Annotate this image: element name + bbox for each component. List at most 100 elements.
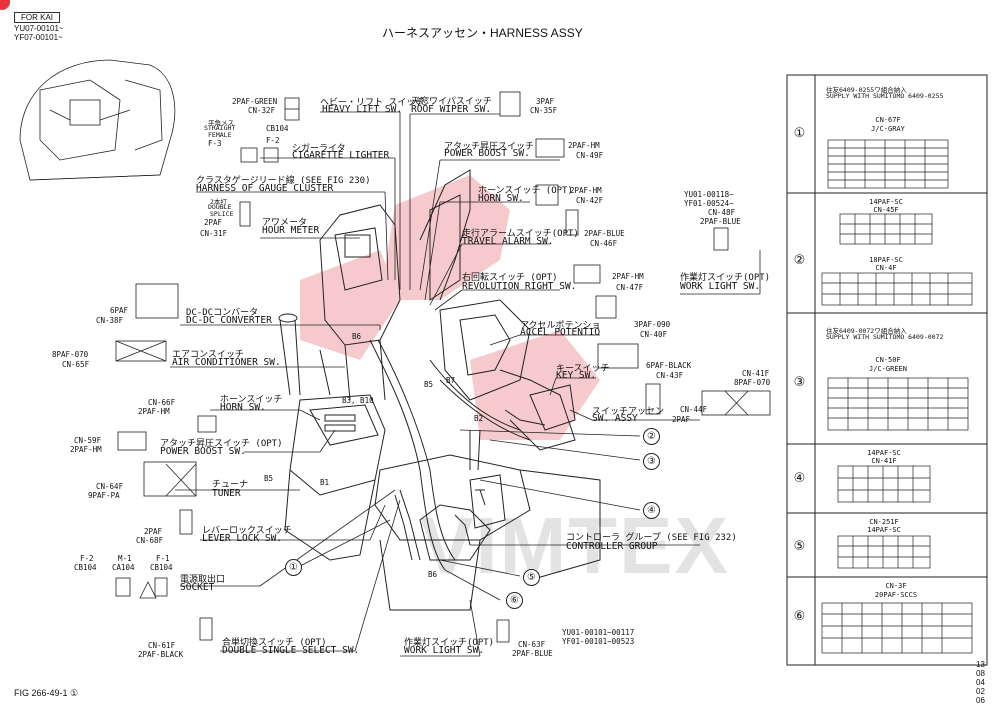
gauge-en: HARNESS OF GAUGE CLUSTER <box>196 183 334 194</box>
hm-cn: CN-31F <box>200 229 228 238</box>
cab-structure <box>278 169 601 611</box>
date-code-5: 06 <box>976 696 985 705</box>
ta-code: 2PAF-BLUE <box>584 229 625 238</box>
panel-2-line-3: 18PAF-SC <box>869 256 903 264</box>
socket-f1: F-1 <box>156 554 170 563</box>
ta-jp: 走行アラームスイッチ(OPT) <box>462 229 579 239</box>
wl-bot-code: 2PAF-BLUE <box>512 649 553 658</box>
accel-cn: CN-40F <box>640 330 668 339</box>
hm-code: 2PAF <box>204 218 223 227</box>
callout-1: ① <box>285 559 302 576</box>
pb-top-code: 2PAF-HM <box>568 141 600 150</box>
cig-f2: F-2 <box>266 136 280 145</box>
pb-top-cn: CN-49F <box>576 151 604 160</box>
roof-wiper-en: ROOF WIPER SW. <box>411 104 492 115</box>
wl-top-jp: 作業灯スイッチ(OPT) <box>680 273 771 283</box>
panel-3-sub-1: CN-50F <box>875 356 901 364</box>
cig-jp-top: 平角メス <box>208 119 234 127</box>
callout-4: ④ <box>643 502 660 519</box>
pb-top-jp: アタッチ昇圧スイッチ <box>444 142 535 152</box>
pb-mid-en: POWER BOOST SW. <box>160 446 246 457</box>
socket-ca: CA104 <box>112 563 135 572</box>
callout-2: ② <box>643 428 660 445</box>
key-en: KEY SW. <box>556 370 597 381</box>
wire-tag-b1: B1 <box>320 478 330 487</box>
wl-top-serial-1: YU01-00118~ <box>684 190 734 199</box>
panel-3-line-2: SUPPLY WITH SUMITOMO 6409-0072 <box>826 333 944 341</box>
hm-jp-double: 2本打 <box>210 198 227 206</box>
heavy-lift-cn: CN-32F <box>248 106 276 115</box>
pb-mid-cn: CN-59F <box>74 436 102 445</box>
socket-f2: F-2 <box>80 554 94 563</box>
sw-assy-code8: 8PAF-070 <box>734 378 771 387</box>
rev-jp: 右回転スイッチ (OPT) <box>462 273 558 283</box>
sw-assy-jp: スイッチアッセン <box>592 407 665 417</box>
ac-cn: CN-65F <box>62 360 90 369</box>
panel-3-line-1: 住友6409-0072ワ組合納入 <box>826 327 907 335</box>
callout-6: ⑥ <box>506 592 523 609</box>
lever-jp: レバーロックスイッチ <box>202 526 292 536</box>
panel-1-line-1: 住友6409-0255ワ組合納入 <box>826 86 907 94</box>
horn-mid-code: 2PAF-HM <box>138 407 170 416</box>
panel-2-line-1: 14PAF-SC <box>869 198 903 206</box>
wl-top-serial-2: YF01-00524~ <box>684 199 734 208</box>
wl-top-en: WORK LIGHT SW. <box>680 281 761 292</box>
controller-jp: コントローラ グループ (SEE FIG 232) <box>566 533 737 543</box>
wl-bot-jp: 作業灯スイッチ(OPT) <box>404 638 495 648</box>
panel-1-sub-1: CN-67F <box>875 116 901 124</box>
roof-wiper-jp: 天窓ワイパスイッチ <box>411 97 492 107</box>
header-serial-2: YF07-00101~ <box>14 33 63 42</box>
wl-top-code: 2PAF-BLUE <box>700 217 741 226</box>
leader-lines <box>170 111 761 657</box>
hm-splice: SPLICE <box>210 210 234 218</box>
connectors <box>115 91 771 643</box>
cig-en: CIGARETTE LIGHTER <box>292 150 390 161</box>
hm-en: HOUR METER <box>262 225 320 236</box>
connector-panel-frame <box>786 74 988 666</box>
cig-f3: F-3 <box>208 139 222 148</box>
wire-tag-b7: B7 <box>446 376 456 385</box>
date-code-2: 08 <box>976 669 985 678</box>
horn-top-cn: CN-42F <box>576 196 604 205</box>
horn-top-jp: ホーンスイッチ (OPT) <box>478 186 573 196</box>
panel-5-num: ⑤ <box>792 539 807 554</box>
wl-bot-en: WORK LIGHT SW. <box>404 645 485 656</box>
panel-2-num: ② <box>792 253 807 268</box>
key-cn: CN-43F <box>656 371 684 380</box>
panel-3-sub-2: J/C-GREEN <box>869 365 907 373</box>
sw-assy-en: SW. ASSY <box>592 413 638 424</box>
panel-1-sub-2: J/C-GRAY <box>871 125 905 133</box>
wire-tag-b6-bottom: B6 <box>428 570 438 579</box>
wl-bot-serial-1: YU01-00101~00117 <box>562 628 635 637</box>
dcdc-code: 6PAF <box>110 306 129 315</box>
cig-cb: CB104 <box>266 124 289 133</box>
panel-4-num: ④ <box>792 471 807 486</box>
corner-badge <box>0 0 10 10</box>
panel-3-num: ③ <box>792 375 807 390</box>
date-code-4: 02 <box>976 687 985 696</box>
dss-cn: CN-61F <box>148 641 176 650</box>
horn-top-en: HORN SW. <box>478 193 524 204</box>
wl-bot-cn: CN-63F <box>518 640 546 649</box>
wire-tag-b3-b10: B3, B10 <box>342 396 374 405</box>
ac-code: 8PAF-070 <box>52 350 89 359</box>
date-code-3: 04 <box>976 678 985 687</box>
rev-en: REVOLUTION RIGHT SW. <box>462 281 577 292</box>
wl-top-cn: CN-48F <box>708 208 736 217</box>
sw-assy-cn44: CN-44F <box>680 405 708 414</box>
tuner-en: TUNER <box>212 488 241 499</box>
dcdc-cn: CN-38F <box>96 316 124 325</box>
cig-straight: STRAIGHT <box>204 124 236 132</box>
socket-m1: M-1 <box>118 554 132 563</box>
heavy-lift-en: HEAVY LIFT SW. <box>322 104 403 115</box>
horn-mid-en: HORN SW. <box>220 402 266 413</box>
controller-en: CONTROLLER GROUP <box>566 541 658 552</box>
tuner-jp: チューナ <box>212 480 249 490</box>
callout-3: ③ <box>643 453 660 470</box>
callout-5: ⑤ <box>523 569 540 586</box>
for-kai-badge: FOR KAI <box>14 12 61 23</box>
panel-5-line-1: CN-251F <box>869 518 899 526</box>
